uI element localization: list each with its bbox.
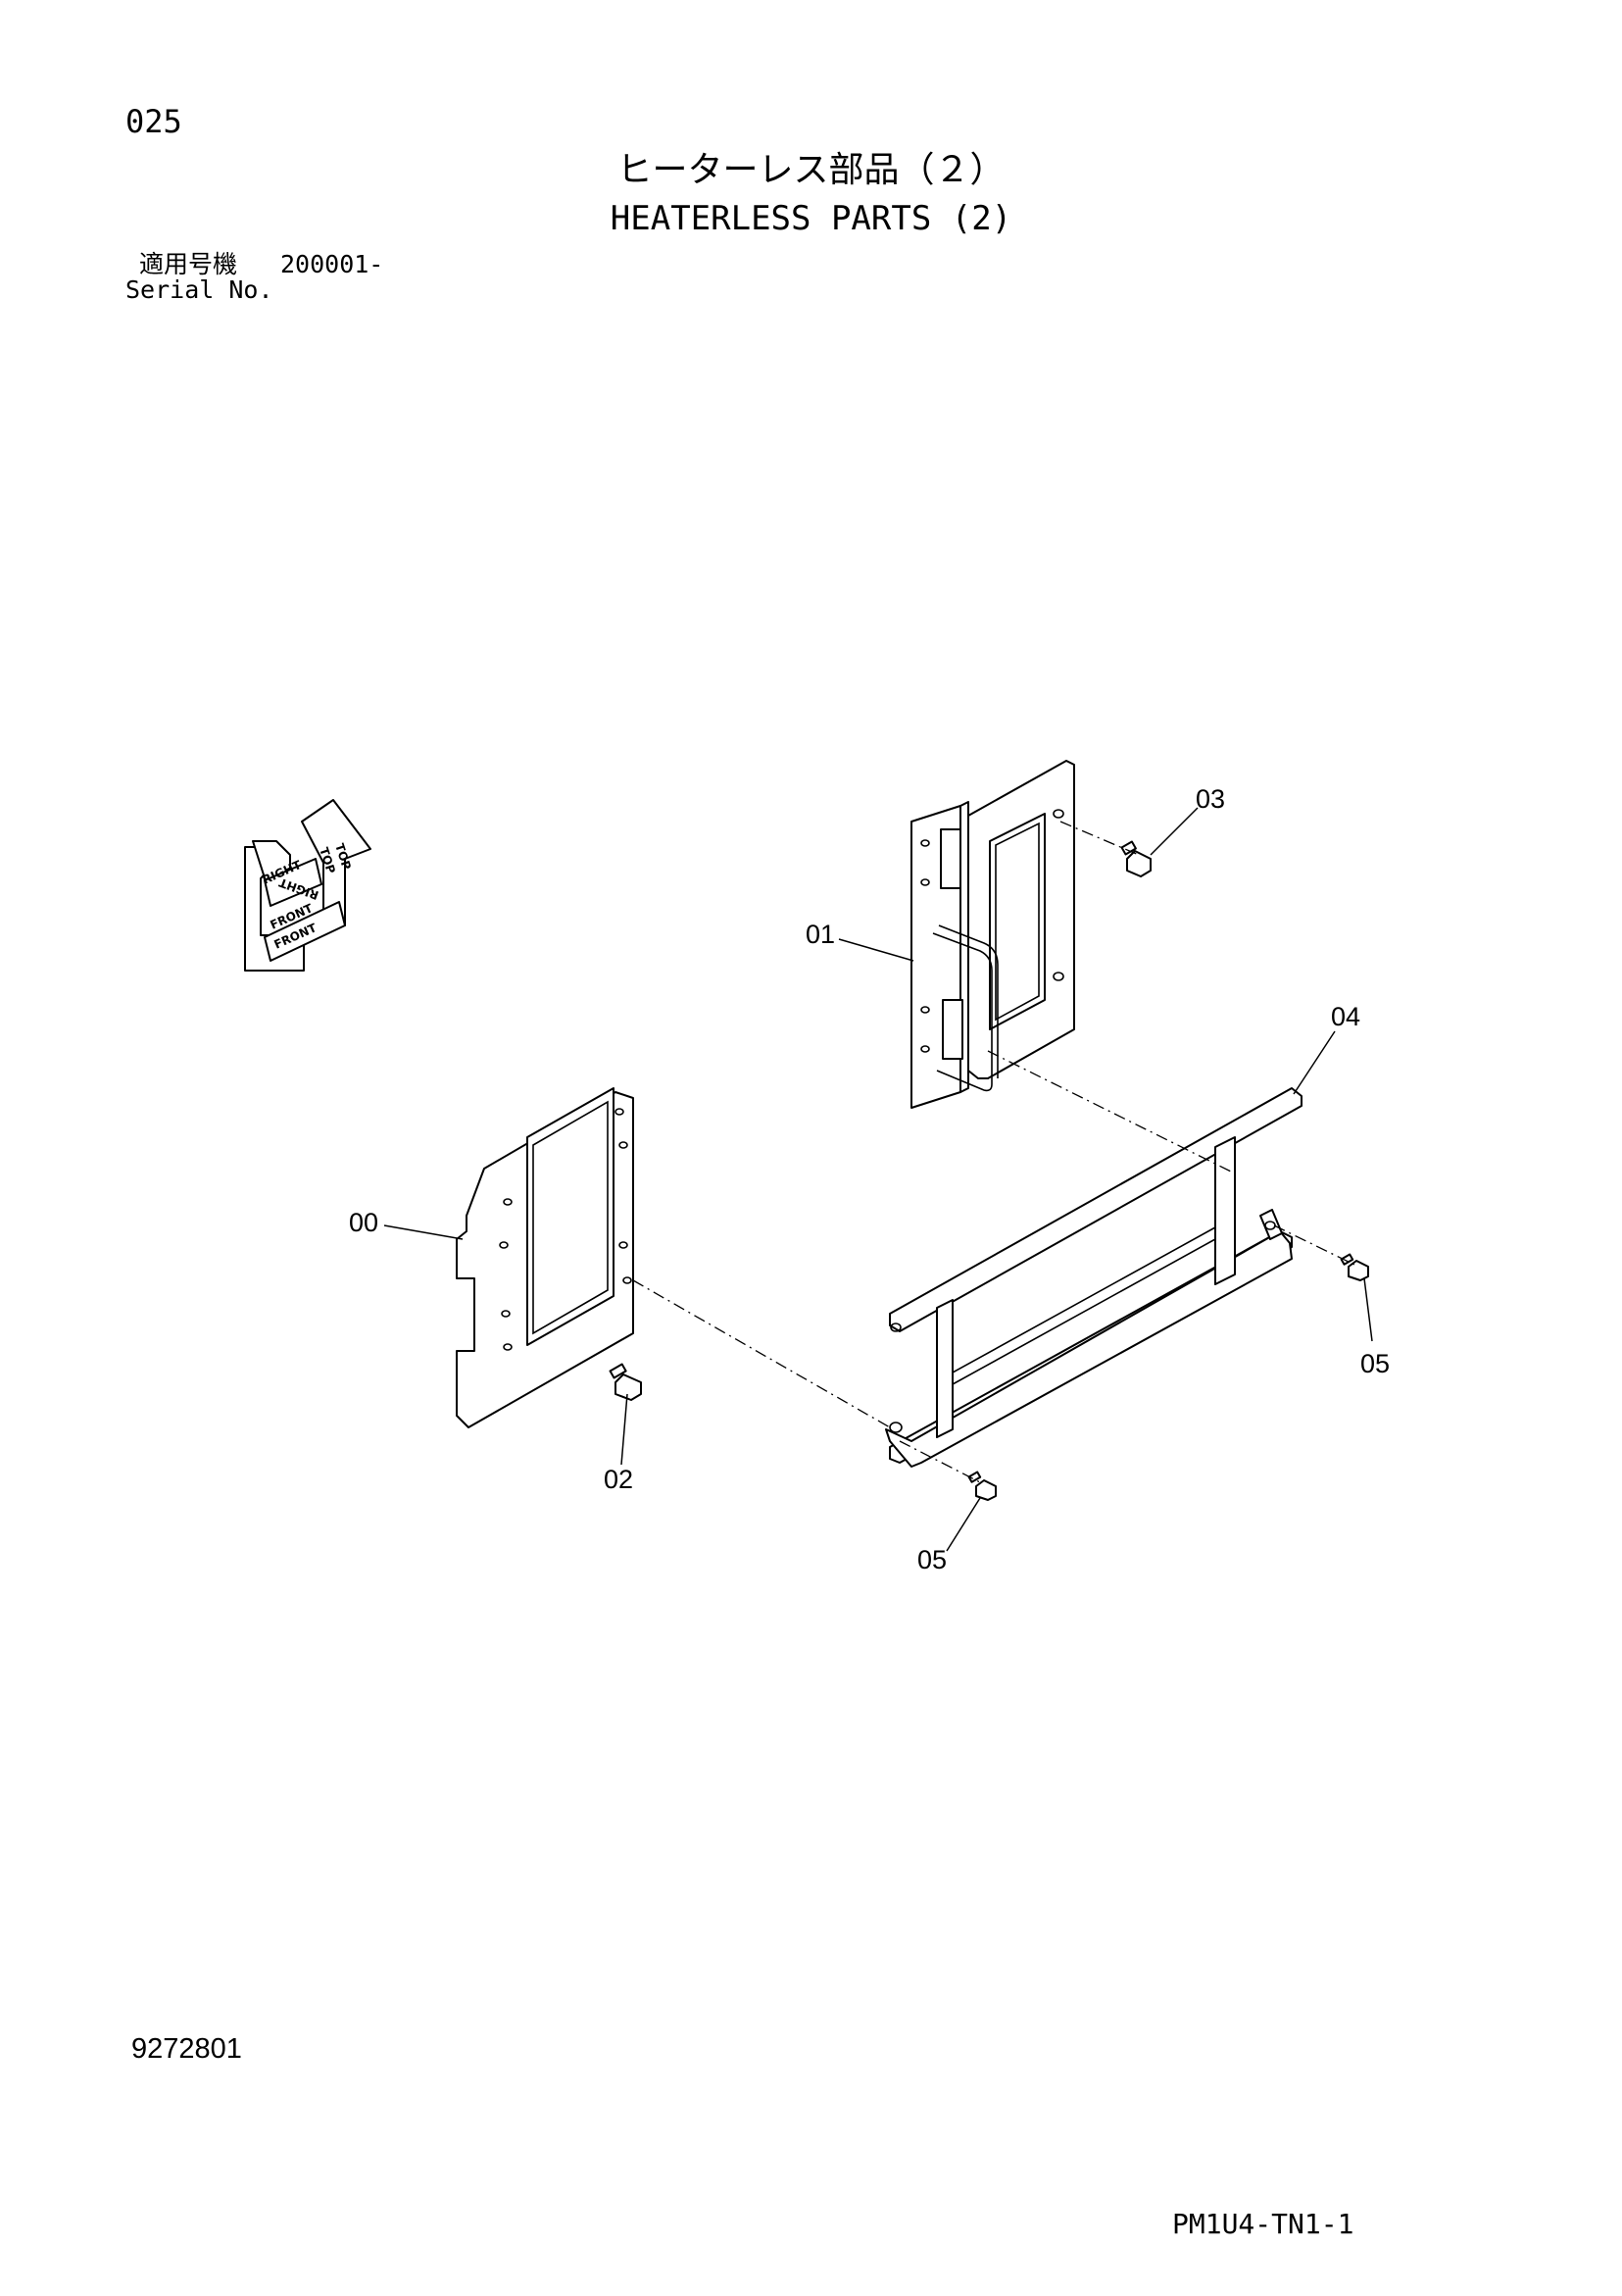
part-02-bolt bbox=[609, 1363, 642, 1401]
part-01-panel bbox=[910, 760, 1075, 1109]
figure-code: PM1U4-TN1-1 bbox=[1172, 2208, 1354, 2240]
part-05-bolt-bottom bbox=[967, 1471, 997, 1501]
callout-04: 04 bbox=[1331, 1002, 1360, 1031]
serial-number-range: 200001- bbox=[280, 250, 384, 278]
callout-05-bottom: 05 bbox=[917, 1545, 947, 1574]
part-00-plate bbox=[456, 1087, 634, 1428]
page-number: 025 bbox=[125, 103, 182, 140]
orientation-indicator: TOP RIGHT FRONT TOP RIGHT FRONT bbox=[244, 799, 371, 972]
serial-label-japanese: 適用号機 bbox=[139, 250, 238, 278]
callout-05-right: 05 bbox=[1360, 1349, 1390, 1378]
part-05-bolt-right bbox=[1340, 1253, 1369, 1281]
drawing-number: 9272801 bbox=[131, 2033, 242, 2065]
page-title-english: HEATERLESS PARTS (2) bbox=[610, 199, 1012, 238]
part-04-frame bbox=[885, 1087, 1303, 1468]
callout-01: 01 bbox=[806, 920, 835, 949]
callout-03: 03 bbox=[1196, 784, 1225, 814]
callout-leader-lines bbox=[383, 807, 1373, 1552]
serial-label-english: Serial No. bbox=[125, 275, 273, 304]
part-03-bolt bbox=[1120, 840, 1152, 877]
callout-02: 02 bbox=[604, 1465, 633, 1494]
page-title-japanese: ヒーターレス部品（２） bbox=[616, 150, 1006, 190]
assembly-center-lines bbox=[632, 821, 1355, 1483]
callout-00: 00 bbox=[349, 1208, 378, 1237]
